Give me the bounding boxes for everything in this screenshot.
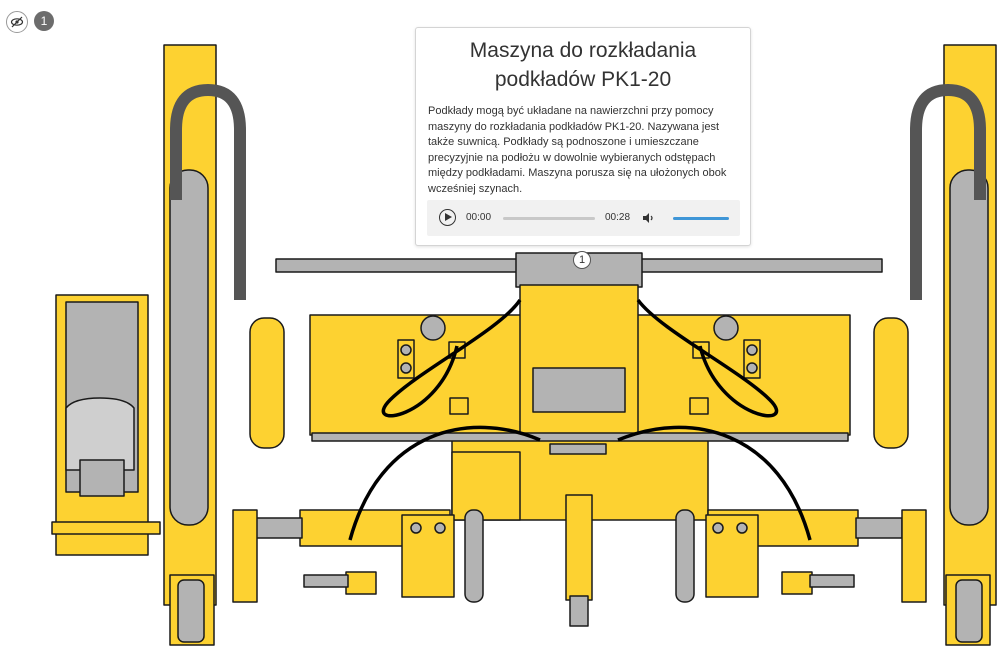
- info-card: Maszyna do rozkładania podkładów PK1-20 …: [415, 27, 751, 246]
- card-title: Maszyna do rozkładania podkładów PK1-20: [469, 39, 697, 91]
- count-badge[interactable]: 1: [34, 11, 54, 31]
- duration-time: 00:28: [605, 212, 631, 223]
- volume-slider[interactable]: [673, 217, 729, 220]
- card-description: Podkłady mogą być układane na nawierzchn…: [428, 105, 727, 195]
- audio-player: 00:00 00:28: [427, 200, 740, 236]
- play-button[interactable]: [439, 209, 456, 226]
- progress-track[interactable]: [503, 217, 595, 220]
- toolbar: 1: [6, 11, 54, 33]
- eye-slash-icon[interactable]: [6, 11, 28, 33]
- hotspot-marker[interactable]: 1: [573, 251, 591, 269]
- current-time: 00:00: [466, 212, 492, 223]
- volume-icon[interactable]: [641, 211, 655, 225]
